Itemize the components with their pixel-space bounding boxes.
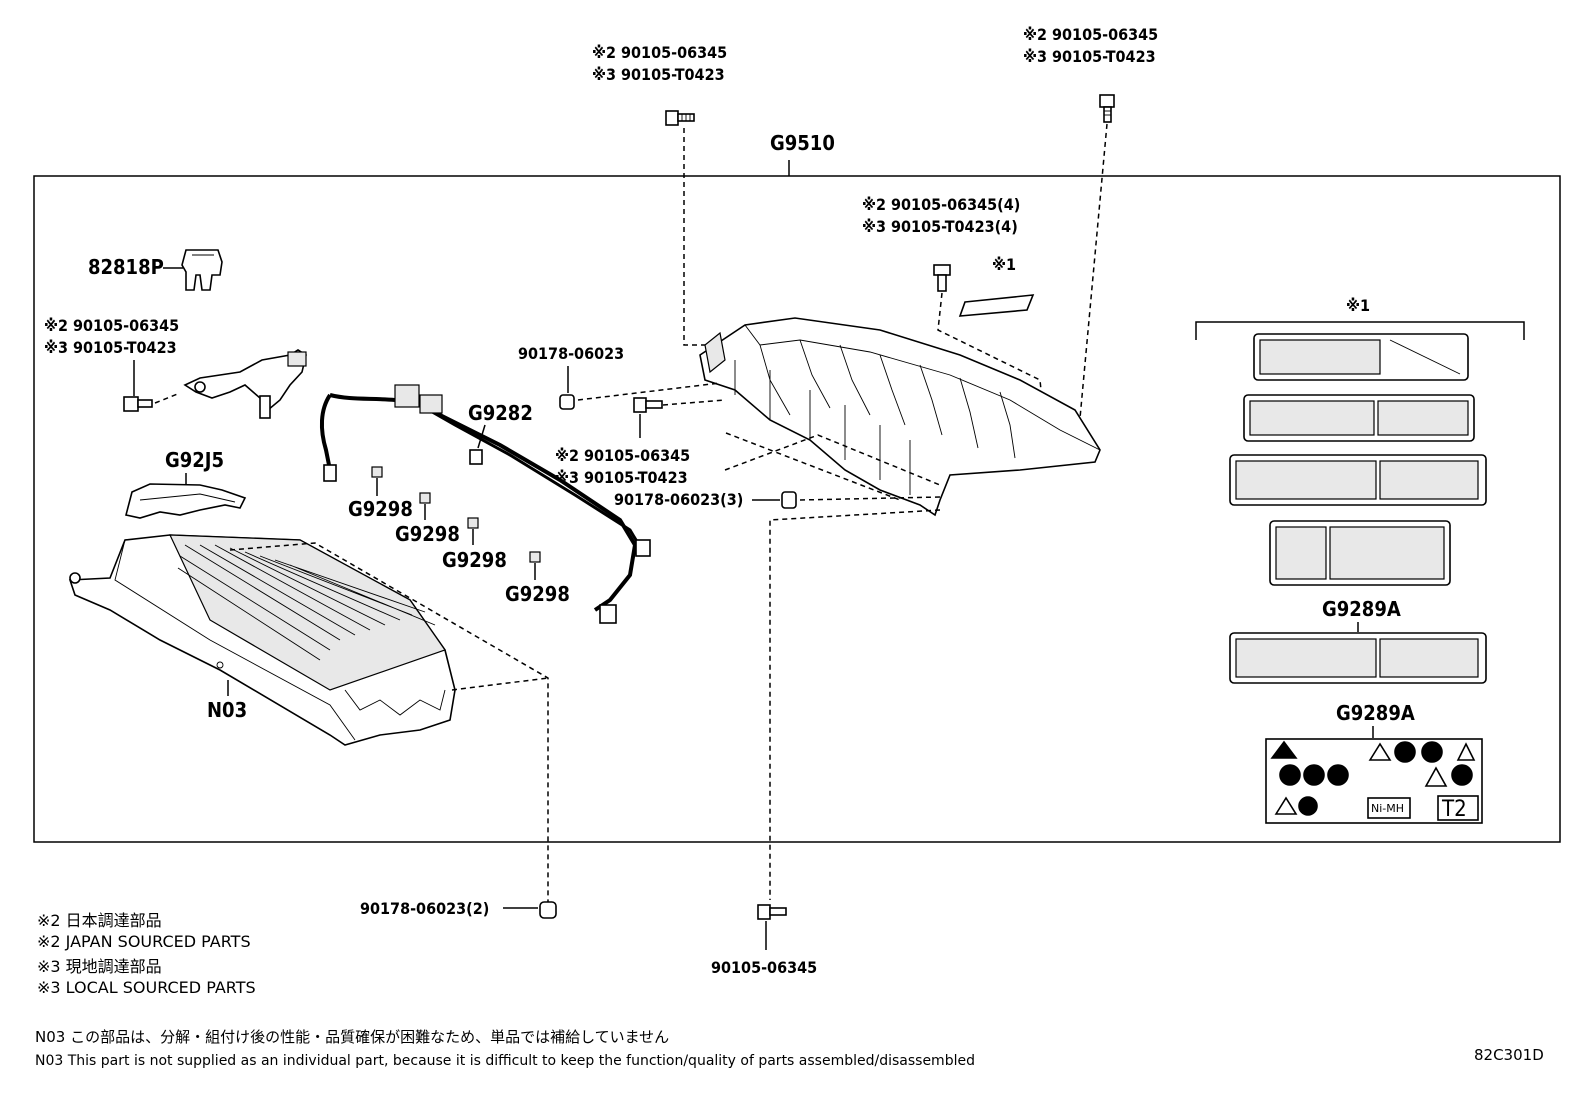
leader-bottom-bolt [769, 509, 941, 900]
label-nut-3[interactable]: 90178-06023(3) [614, 490, 743, 509]
leader-bolt-top-left [683, 128, 720, 346]
label-G9298-c[interactable]: G9298 [442, 548, 507, 572]
clamp-icon[interactable] [529, 551, 541, 563]
caution-label-3[interactable] [1229, 454, 1487, 506]
note-star3-en: ※3 LOCAL SOURCED PARTS [37, 978, 256, 997]
nut-icon[interactable] [781, 491, 797, 509]
leader-bolt-top-right [1077, 123, 1108, 441]
label-nut-top[interactable]: 90178-06023 [518, 344, 624, 363]
label-bolt-top-right-jp[interactable]: ※2 90105-06345 [1023, 25, 1158, 44]
leader-battery-nut [229, 542, 549, 905]
label-G9298-d[interactable]: G9298 [505, 582, 570, 606]
label-star1-group[interactable]: ※1 [1346, 296, 1370, 315]
label-bolt-mid-local[interactable]: ※3 90105-T0423 [555, 468, 688, 487]
clamp-icon[interactable] [467, 517, 479, 529]
note-n03-en: N03 This part is not supplied as an indi… [35, 1053, 975, 1069]
battery-module-N03[interactable] [68, 534, 456, 746]
t2-text: T2 [1441, 797, 1467, 822]
note-star3-jp: ※3 現地調達部品 [37, 957, 162, 976]
bolt-icon[interactable] [123, 396, 153, 412]
label-G9289A-a[interactable]: G9289A [1322, 597, 1401, 621]
label-nut-2[interactable]: 90178-06023(2) [360, 899, 489, 918]
sheet-code: 82C301D [1474, 1046, 1544, 1064]
label-G9289A-b[interactable]: G9289A [1336, 701, 1415, 725]
bolt-icon[interactable] [933, 264, 951, 292]
caution-label-1[interactable] [1253, 333, 1469, 381]
nut-icon[interactable] [539, 901, 557, 919]
label-bolt-top-left-jp[interactable]: ※2 90105-06345 [592, 43, 727, 62]
clip-82818P-icon[interactable] [181, 249, 223, 291]
warning-symbol-label[interactable]: Ni-MH T2 [1265, 738, 1483, 824]
label-bolt-left-jp[interactable]: ※2 90105-06345 [44, 316, 179, 335]
label-G9510[interactable]: G9510 [770, 131, 835, 155]
bolt-icon[interactable] [757, 904, 787, 920]
label-G9298-b[interactable]: G9298 [395, 522, 460, 546]
label-bolt-bottom[interactable]: 90105-06345 [711, 958, 817, 977]
caution-label-4[interactable] [1269, 520, 1451, 586]
label-bolt-left-local[interactable]: ※3 90105-T0423 [44, 338, 177, 357]
gasket-icon[interactable] [125, 483, 247, 519]
label-82818P[interactable]: 82818P [88, 255, 164, 279]
note-n03-jp: N03 この部品は、分解・組付け後の性能・品質確保が困難なため、単品では補給して… [35, 1028, 669, 1046]
label-bolt-cover-local[interactable]: ※3 90105-T0423(4) [862, 217, 1018, 236]
clamp-icon[interactable] [371, 466, 383, 478]
label-N03[interactable]: N03 [207, 698, 247, 722]
bolt-icon[interactable] [633, 397, 663, 413]
label-bolt-mid-jp[interactable]: ※2 90105-06345 [555, 446, 690, 465]
label-star1-small[interactable]: ※1 [992, 255, 1016, 274]
nimh-text: Ni-MH [1371, 802, 1404, 815]
caution-label-2[interactable] [1243, 394, 1475, 442]
label-bolt-top-left-local[interactable]: ※3 90105-T0423 [592, 65, 725, 84]
bolt-icon[interactable] [665, 110, 695, 126]
label-bolt-top-right-local[interactable]: ※3 90105-T0423 [1023, 47, 1156, 66]
clamp-icon[interactable] [419, 492, 431, 504]
note-star2-en: ※2 JAPAN SOURCED PARTS [37, 932, 251, 951]
assembly-frame [33, 175, 1561, 843]
note-star2-jp: ※2 日本調達部品 [37, 911, 162, 930]
bolt-icon[interactable] [1099, 94, 1115, 123]
label-G9282[interactable]: G9282 [468, 401, 533, 425]
label-G92J5[interactable]: G92J5 [165, 448, 224, 472]
caution-label-G9289A[interactable] [1229, 632, 1487, 684]
label-bolt-cover-jp[interactable]: ※2 90105-06345(4) [862, 195, 1020, 214]
nut-icon[interactable] [559, 394, 575, 410]
bracket-icon[interactable] [183, 349, 307, 419]
battery-upper-cover[interactable] [699, 317, 1101, 517]
label-G9298-a[interactable]: G9298 [348, 497, 413, 521]
caution-label-small[interactable] [958, 294, 1035, 317]
wire-harness-icon[interactable] [319, 384, 651, 624]
